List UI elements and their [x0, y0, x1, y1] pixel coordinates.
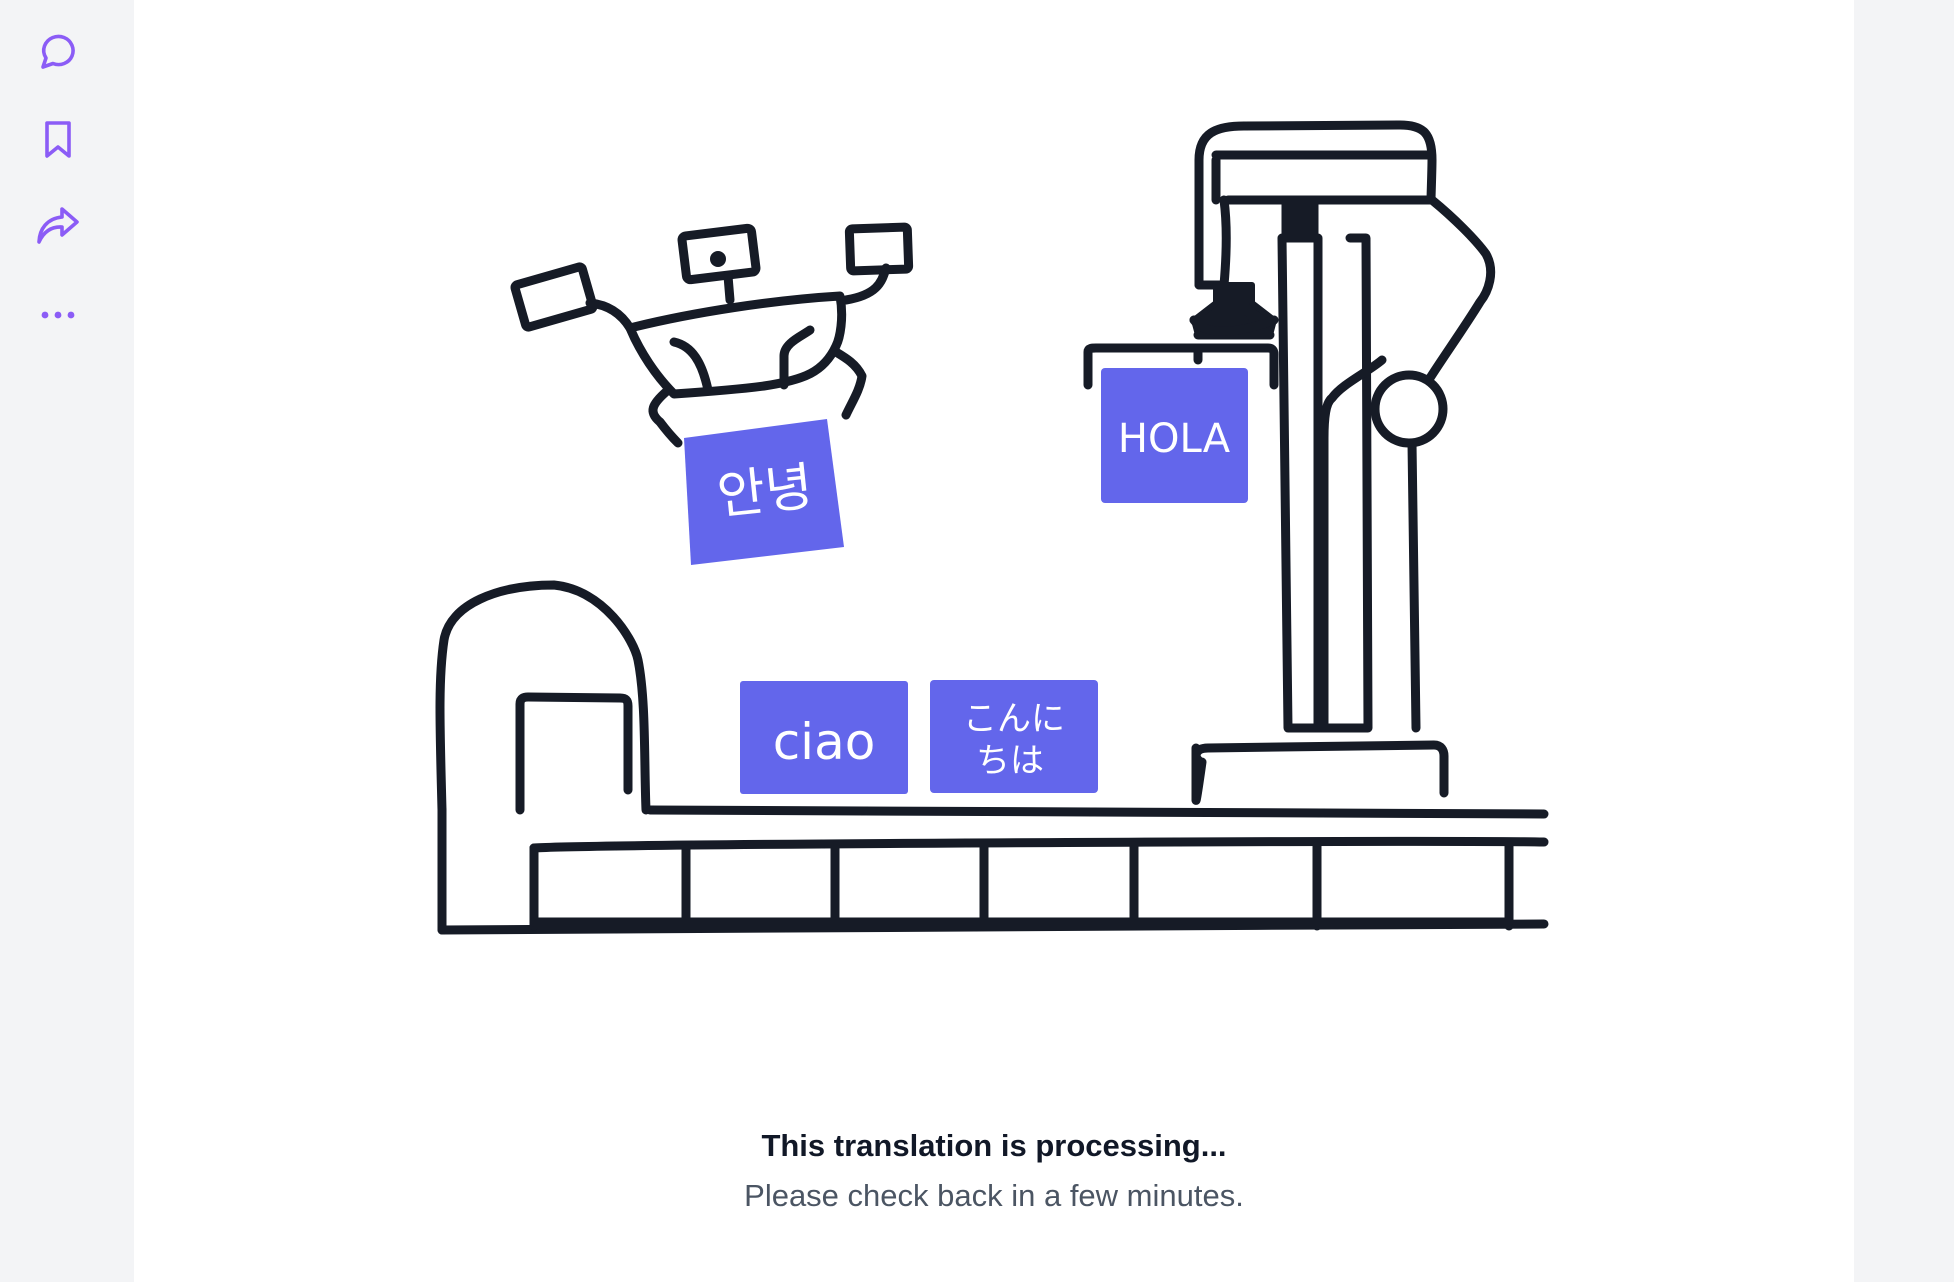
korean-word: 안녕 — [714, 457, 815, 527]
comment-icon — [41, 34, 75, 69]
main-content: 안녕 HOLA ciao こんに ちは This translation is … — [134, 0, 1854, 1282]
status-subtitle: Please check back in a few minutes. — [744, 1178, 1244, 1213]
bookmark-button[interactable] — [27, 108, 89, 170]
more-options-button[interactable] — [27, 284, 89, 346]
italian-box: ciao — [740, 681, 908, 794]
right-gutter — [1854, 0, 1954, 1282]
conveyor-illustration — [437, 805, 1549, 935]
japanese-word-line1: こんに — [963, 699, 1065, 739]
korean-box: 안녕 — [684, 419, 844, 565]
share-button[interactable] — [27, 195, 89, 257]
bookmark-icon — [45, 121, 71, 158]
tunnel-illustration — [435, 580, 651, 935]
robot-arm-illustration — [1083, 120, 1496, 805]
comment-button[interactable] — [27, 21, 89, 83]
status-title: This translation is processing... — [761, 1128, 1227, 1163]
japanese-word-line2: ちは — [976, 741, 1044, 781]
translation-factory-illustration: 안녕 HOLA ciao こんに ちは — [435, 120, 1549, 935]
spanish-box: HOLA — [1101, 368, 1248, 503]
italian-word: ciao — [773, 713, 876, 771]
share-icon — [37, 207, 79, 244]
drone-illustration — [510, 222, 914, 448]
spanish-word: HOLA — [1118, 416, 1231, 462]
more-icon — [41, 311, 75, 319]
japanese-box: こんに ちは — [930, 680, 1098, 793]
sidebar — [0, 0, 134, 1282]
